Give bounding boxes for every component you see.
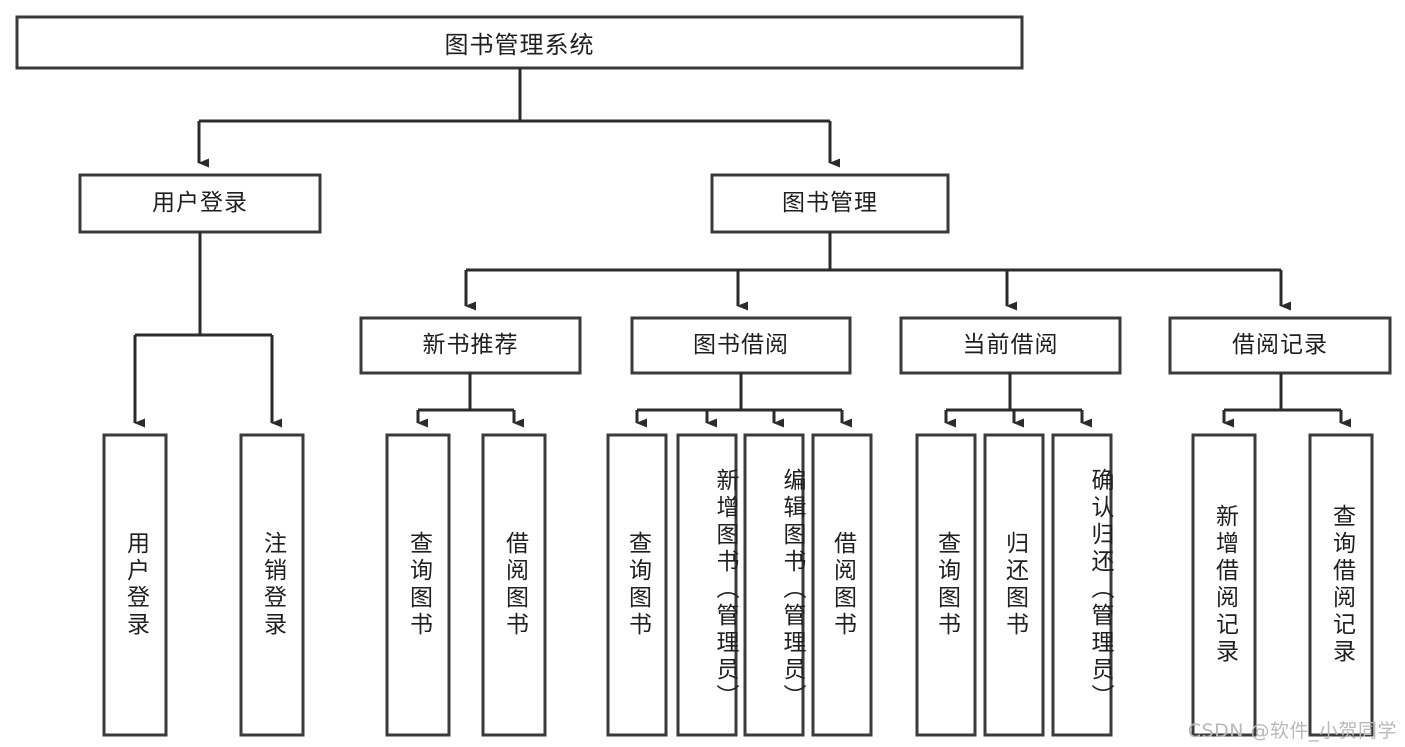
node-box-leaf-borrow-book-1[interactable] — [481, 433, 547, 737]
node-box-book-borrow[interactable] — [630, 316, 852, 375]
node-box-leaf-user-login[interactable] — [102, 433, 168, 737]
node-box-leaf-return-book[interactable] — [983, 433, 1045, 737]
node-box-leaf-query-book-2[interactable] — [606, 433, 668, 737]
node-box-leaf-add-book[interactable] — [676, 433, 738, 737]
node-box-book-manage[interactable] — [710, 173, 950, 234]
node-box-root[interactable] — [15, 15, 1024, 70]
node-box-new-book-rec[interactable] — [359, 316, 582, 375]
node-box-leaf-add-record[interactable] — [1191, 433, 1257, 737]
node-box-current-borrow[interactable] — [899, 316, 1122, 375]
node-box-leaf-edit-book[interactable] — [743, 433, 805, 737]
node-box-leaf-confirm-return[interactable] — [1051, 433, 1113, 737]
node-box-leaf-borrow-book-2[interactable] — [811, 433, 873, 737]
node-box-leaf-query-record[interactable] — [1308, 433, 1374, 737]
node-box-leaf-query-book-1[interactable] — [385, 433, 451, 737]
node-box-borrow-record[interactable] — [1168, 316, 1392, 375]
node-box-leaf-user-logout[interactable] — [239, 433, 305, 737]
node-box-leaf-query-book-3[interactable] — [915, 433, 977, 737]
watermark-text: CSDN @软件_小贺同学 — [1187, 720, 1397, 742]
node-box-user-login[interactable] — [78, 173, 322, 234]
